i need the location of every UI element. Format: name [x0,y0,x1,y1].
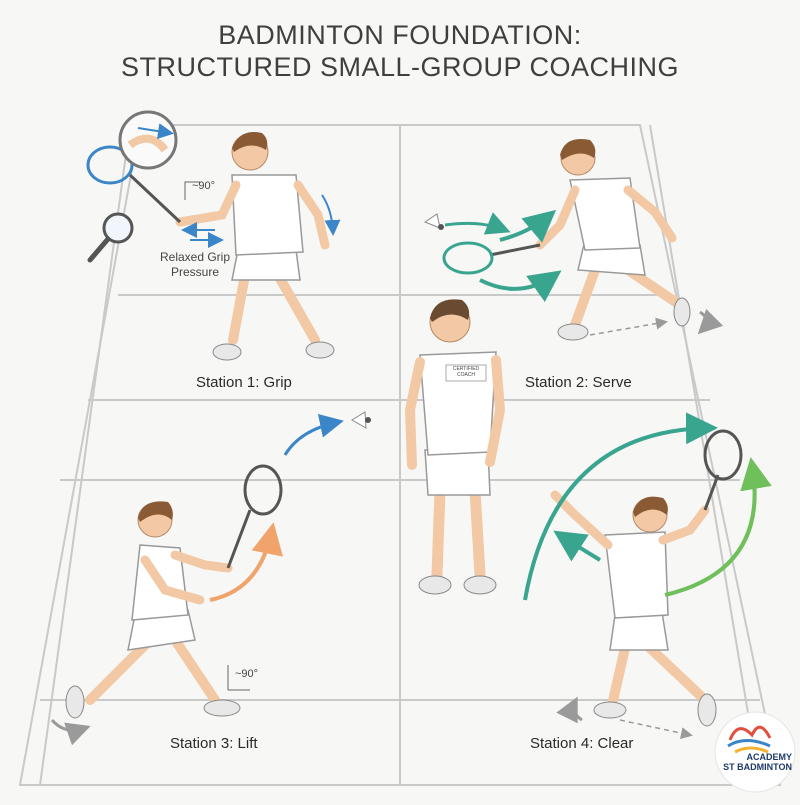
coach-figure [404,299,506,595]
coach-badge [445,364,487,382]
logo-text: ACADEMY ST BADMINTON [720,752,792,772]
coach-badge-text: CERTIFIED COACH [448,366,484,378]
grip-angle-label: ~90° [192,180,216,192]
court-outline [18,124,782,786]
page-title-line1: BADMINTON FOUNDATION: [218,20,582,50]
coach-badge-line2: COACH [456,372,476,378]
station-3-figure [50,411,371,746]
academy-logo [714,711,796,793]
coach-badge-line1: CERTIFIED [452,366,480,372]
lift-angle-label: ~90° [235,668,259,680]
page-title-line2: STRUCTURED SMALL-GROUP COACHING [120,52,680,82]
station-1-figure [86,110,341,361]
station-2-figure [423,139,724,341]
station-4-label: Station 4: Clear [530,735,634,752]
station-3-label: Station 3: Lift [170,735,258,752]
grip-pressure-line1: Relaxed Grip [159,250,231,264]
grip-pressure-note: Relaxed Grip Pressure [150,250,240,280]
grip-pressure-line2: Pressure [170,265,220,279]
station-1-label: Station 1: Grip [196,374,292,391]
logo-line2: ST BADMINTON [723,762,792,772]
station-4-figure [523,412,772,739]
station-2-label: Station 2: Serve [525,374,632,391]
logo-line1: ACADEMY [746,752,792,762]
